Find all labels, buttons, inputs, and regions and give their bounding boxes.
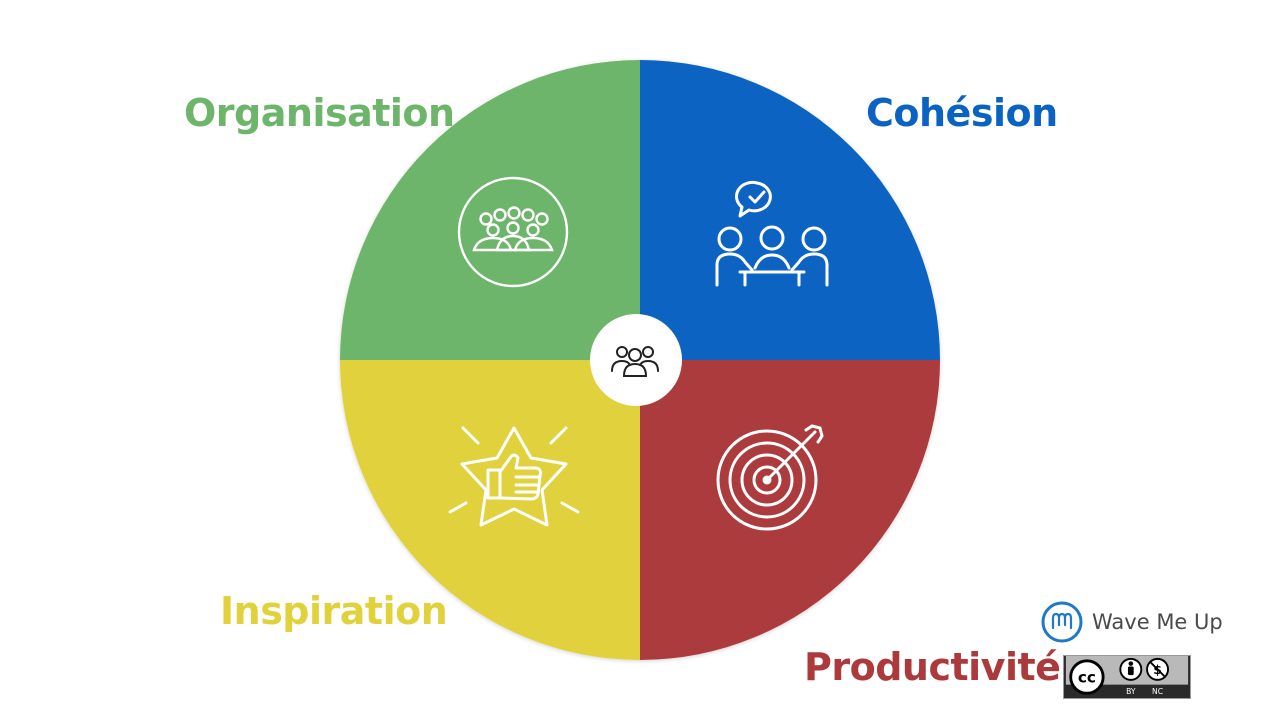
star-thumbs-up-icon (448, 426, 580, 527)
team-meeting-icon (715, 180, 829, 287)
group-icon (457, 176, 569, 288)
label-inspiration: Inspiration (220, 589, 448, 633)
svg-text:cc: cc (1078, 669, 1096, 687)
quadrant-organisation (340, 60, 640, 360)
svg-text:NC: NC (1152, 687, 1163, 696)
label-organisation: Organisation (184, 91, 455, 135)
target-icon (716, 424, 824, 531)
label-productivite: Productivité (804, 645, 1061, 689)
wave-logo-icon (1041, 601, 1083, 643)
quadrant-cohesion (640, 60, 940, 360)
people-icon (611, 346, 659, 377)
brand-name: Wave Me Up (1092, 610, 1223, 634)
quadrant-inspiration (340, 360, 640, 660)
brand-logo: Wave Me Up (1040, 600, 1223, 644)
creative-commons-icon: cc $ BY NC (1063, 655, 1191, 699)
label-cohesion: Cohésion (866, 91, 1058, 135)
svg-text:BY: BY (1126, 687, 1136, 696)
